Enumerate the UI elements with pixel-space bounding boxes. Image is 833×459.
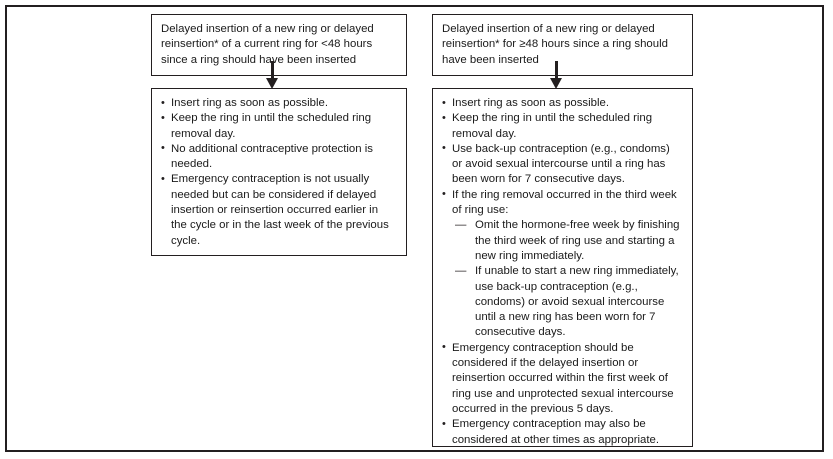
list-item-text: Use back-up contraception (e.g., condoms… bbox=[452, 142, 670, 186]
list-item: No additional contraceptive protection i… bbox=[161, 141, 397, 173]
list-item: Use back-up contraception (e.g., condoms… bbox=[442, 141, 683, 188]
list-item-text: Insert ring as soon as possible. bbox=[171, 97, 329, 109]
list-item: Insert ring as soon as possible. bbox=[442, 95, 683, 111]
sub-list-item: If unable to start a new ring immediatel… bbox=[455, 264, 683, 340]
list-item: Emergency contraception may also be cons… bbox=[442, 417, 683, 448]
list-item: Keep the ring in until the scheduled rin… bbox=[442, 111, 683, 142]
list-item: Keep the ring in until the scheduled rin… bbox=[161, 111, 397, 142]
list-item-text: Keep the ring in until the scheduled rin… bbox=[452, 112, 653, 140]
figure-frame: Delayed insertion of a new ring or delay… bbox=[5, 5, 824, 452]
list-item-text: Keep the ring in until the scheduled rin… bbox=[171, 112, 372, 140]
down-arrow-icon-left bbox=[266, 61, 279, 89]
list-item-text: If the ring removal occurred in the thir… bbox=[452, 188, 677, 217]
list-item-text: Emergency contraception is not usually n… bbox=[171, 173, 389, 247]
sub-list-item-text: Omit the hormone-free week by finishing … bbox=[475, 219, 680, 262]
arrow-shaft bbox=[555, 61, 558, 80]
list-item-text: Insert ring as soon as possible. bbox=[452, 97, 610, 109]
left-scenario-header-text: Delayed insertion of a new ring or delay… bbox=[161, 23, 374, 66]
sub-list-item-text: If unable to start a new ring immediatel… bbox=[475, 265, 679, 339]
arrow-head bbox=[266, 78, 278, 89]
list-item: If the ring removal occurred in the thir… bbox=[442, 187, 683, 341]
right-actions-list: Insert ring as soon as possible. Keep th… bbox=[442, 95, 683, 448]
list-item-text: No additional contraceptive protection i… bbox=[171, 142, 373, 171]
list-item: Insert ring as soon as possible. bbox=[161, 95, 397, 111]
left-actions-list: Insert ring as soon as possible. Keep th… bbox=[161, 95, 397, 249]
right-actions-box: Insert ring as soon as possible. Keep th… bbox=[432, 88, 693, 447]
list-item: Emergency contraception is not usually n… bbox=[161, 172, 397, 248]
sub-list-item: Omit the hormone-free week by finishing … bbox=[455, 218, 683, 264]
arrow-shaft bbox=[271, 61, 274, 80]
right-actions-sublist: Omit the hormone-free week by finishing … bbox=[455, 218, 683, 340]
right-scenario-header-box: Delayed insertion of a new ring or delay… bbox=[432, 14, 693, 76]
down-arrow-icon-right bbox=[550, 61, 563, 89]
left-actions-box: Insert ring as soon as possible. Keep th… bbox=[151, 88, 407, 256]
left-scenario-header-box: Delayed insertion of a new ring or delay… bbox=[151, 14, 407, 76]
arrow-head bbox=[550, 78, 562, 89]
sub-list-wrapper: Omit the hormone-free week by finishing … bbox=[452, 218, 683, 340]
list-item-text: Emergency contraception should be consid… bbox=[452, 341, 674, 415]
list-item-text: Emergency contraception may also be cons… bbox=[452, 418, 660, 446]
list-item: Emergency contraception should be consid… bbox=[442, 340, 683, 417]
right-scenario-header-text: Delayed insertion of a new ring or delay… bbox=[442, 23, 668, 66]
